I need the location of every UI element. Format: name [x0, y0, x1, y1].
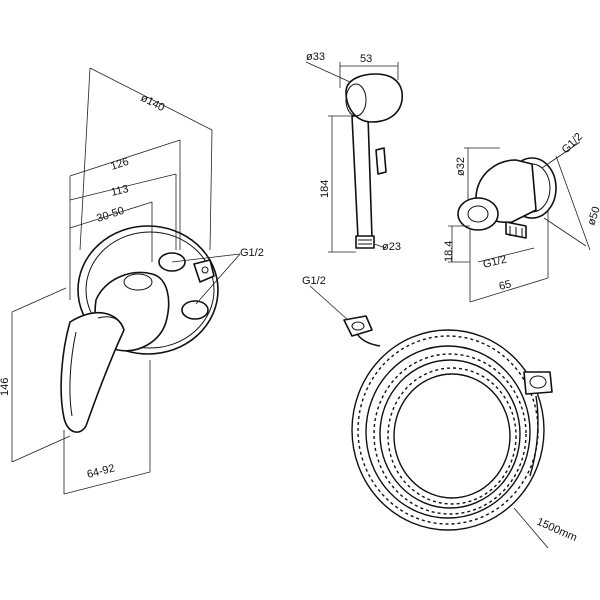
handset-outlet	[355, 235, 375, 249]
hose-coil-outer	[351, 329, 545, 531]
dim-outlet-diameter: ø23	[382, 241, 401, 253]
dim-flange-diameter: ø50	[585, 205, 600, 227]
dim-depth-64-92: 64-92	[86, 462, 116, 480]
thread-boss-lower	[181, 300, 209, 320]
handset-head	[345, 73, 403, 123]
mixer-valve	[60, 225, 219, 433]
hose-nut-right	[523, 371, 553, 395]
mounting-tab	[193, 259, 215, 283]
handset-dimensions: ø33 53 184 ø23	[305, 51, 401, 253]
handset-button	[375, 147, 387, 175]
elbow-dimensions: ø32 G1/2 ø50 18.4 G1/2 65	[443, 131, 600, 303]
handset-stem	[351, 115, 373, 239]
dim-elbow-width: 65	[498, 278, 513, 293]
shower-handset	[345, 73, 403, 249]
dim-handset-length: 184	[319, 180, 331, 198]
dim-height-146: 146	[0, 378, 11, 396]
dim-head-width: 53	[360, 53, 372, 65]
elbow-thread-bottom-label: G1/2	[482, 253, 508, 270]
dim-elbow-diameter: ø32	[455, 157, 467, 176]
cover-plate-rim	[85, 231, 215, 349]
wall-elbow	[457, 157, 557, 239]
dim-elbow-height: 18.4	[443, 241, 455, 262]
dim-plate-diameter: ø140	[139, 92, 167, 114]
dim-width-126: 126	[109, 156, 130, 173]
hose-nut-top	[343, 315, 373, 337]
hose-coil-outer-2	[365, 345, 531, 519]
holder-cup	[457, 197, 499, 231]
valve-thread-label: G1/2	[240, 247, 264, 259]
shower-hose	[343, 315, 553, 531]
elbow-thread-top-label: G1/2	[560, 131, 585, 156]
dim-width-113: 113	[110, 183, 130, 199]
hose-coil-inner	[393, 373, 511, 499]
dim-head-diameter: ø33	[306, 51, 325, 63]
hose-thread-label: G1/2	[302, 275, 326, 287]
dim-depth-30-50: 30-50	[95, 205, 125, 225]
hose-coil-middle	[379, 359, 521, 509]
hose-right-end	[529, 395, 539, 477]
